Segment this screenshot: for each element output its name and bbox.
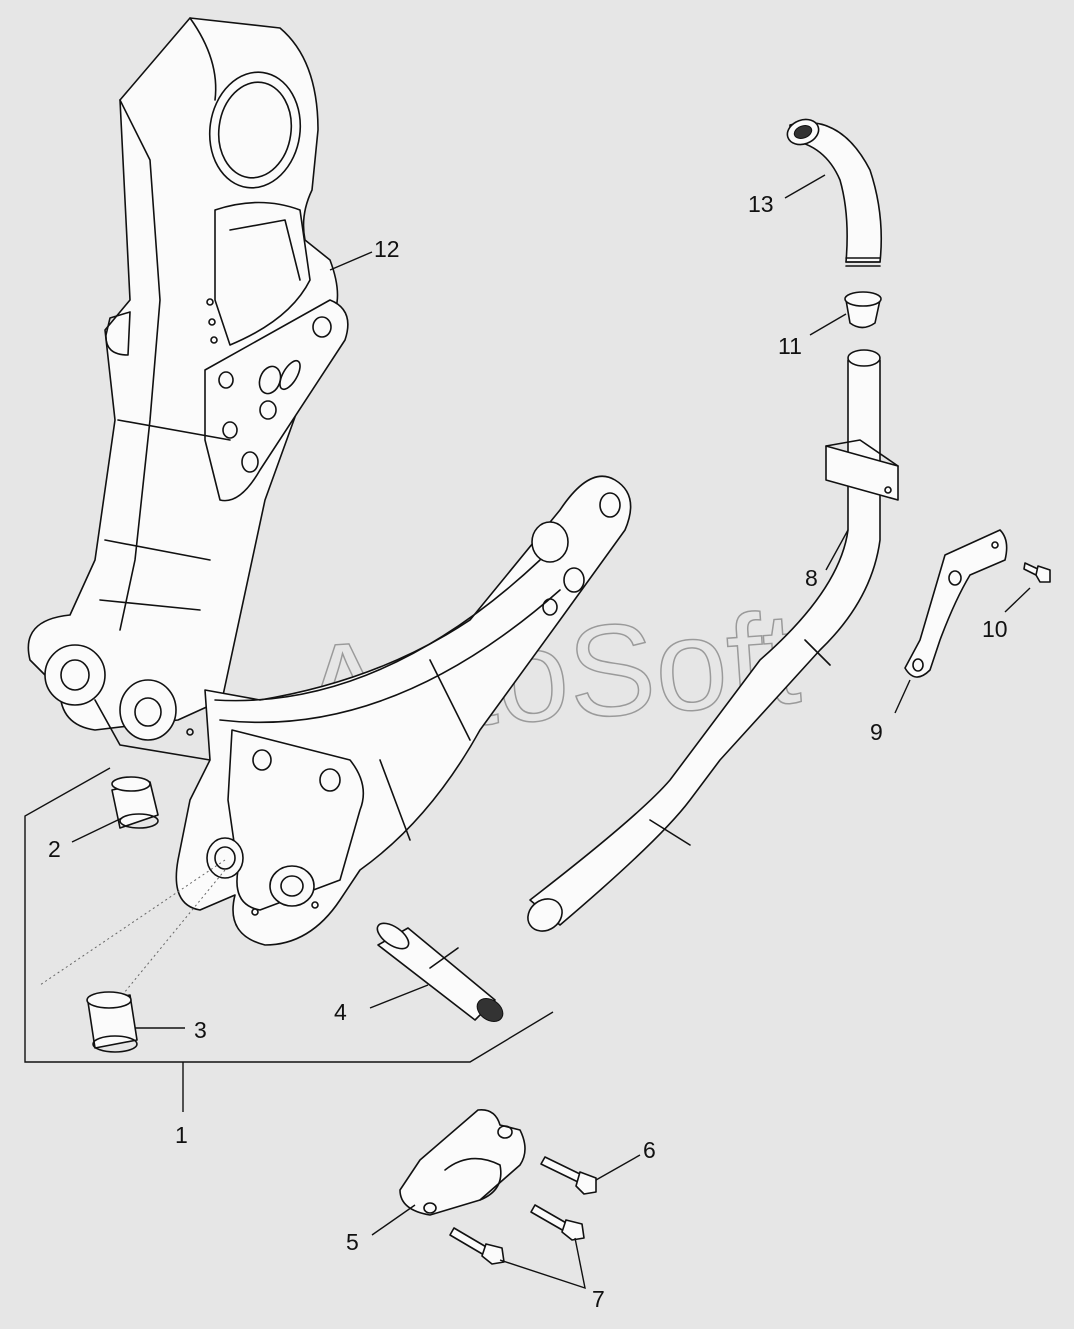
callout-5: 5 (346, 1229, 359, 1255)
callout-2: 2 (48, 836, 61, 862)
callout-11: 11 (778, 333, 802, 359)
part-5-clamp (399, 1108, 526, 1216)
part-7-bolt-a (530, 1204, 585, 1241)
callout-7: 7 (592, 1286, 605, 1312)
part-10-bolt (1023, 562, 1051, 583)
callout-12: 12 (374, 236, 400, 262)
part-3-bushing (86, 991, 138, 1053)
part-9-plate (904, 529, 1008, 678)
callout-4: 4 (334, 999, 347, 1025)
callout-1: 1 (175, 1122, 188, 1148)
part-7-bolt-b (449, 1227, 505, 1265)
callout-9: 9 (870, 719, 883, 745)
part-8-tube (527, 349, 899, 932)
callout-10: 10 (982, 616, 1008, 642)
callout-6: 6 (643, 1137, 656, 1163)
callout-13: 13 (748, 191, 774, 217)
part-4-pin (376, 922, 504, 1022)
part-6-bolt (540, 1156, 597, 1195)
callout-3: 3 (194, 1017, 207, 1043)
callout-8: 8 (805, 565, 818, 591)
group-frame-1 (24, 767, 554, 1063)
part-1-bracket (175, 475, 632, 946)
part-13-hose (786, 118, 882, 267)
part-12-arm (27, 17, 349, 761)
part-11-cap (844, 291, 882, 329)
part-2-bushing (111, 776, 159, 829)
